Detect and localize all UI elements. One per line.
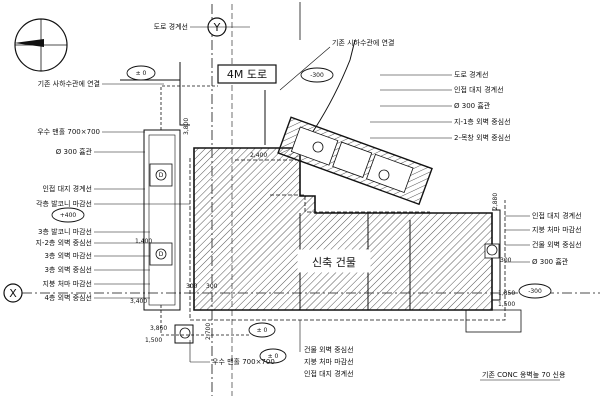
annotation-label: 지-2층 외벽 중심선 xyxy=(35,238,92,247)
annotation-label: 우수 맨홀 700×700 xyxy=(37,127,100,136)
drain-symbols: D D xyxy=(155,141,498,339)
annotation-label: 각층 발코니 마감선 xyxy=(36,199,92,208)
eave-outline xyxy=(189,158,506,321)
left-labels: 기존 사하수관에 연결 우수 맨홀 700×700 Ø 300 흄관 인접 대지… xyxy=(35,79,100,302)
level-top-value: -300 xyxy=(310,72,324,79)
dim-value: 1,850 xyxy=(498,290,515,297)
dim-value: 1,500 xyxy=(498,301,515,308)
annotation-label: 기존 시하수관에 연결 xyxy=(332,38,394,47)
dim-value: 2,880 xyxy=(492,193,499,210)
dim-value: 2,400 xyxy=(250,152,267,159)
level-top: -300 xyxy=(300,67,334,83)
level-right: -300 xyxy=(518,283,552,299)
building-footprint: 신축 건물 xyxy=(193,147,493,311)
annotation-label: 3층 외벽 중심선 xyxy=(44,265,92,274)
annotation-label: 지붕 처마 마감선 xyxy=(42,279,92,288)
right-labels: 도로 경계선 기존 시하수관에 연결 도로 경계선 인접 대지 경계선 Ø 30… xyxy=(154,22,582,379)
annotation-label: 3층 발코니 마감선 xyxy=(38,227,92,236)
annotation-label: 기존 CONC 옹벽높 70 신용 xyxy=(482,370,566,379)
level-road-left-value: ± 0 xyxy=(136,70,147,77)
annotation-label: 우수 맨홀 700×700 xyxy=(212,357,275,366)
pipe-line xyxy=(160,305,250,336)
dim-value: 3,800 xyxy=(183,118,190,135)
annotation-label: 건물 외벽 중심선 xyxy=(532,240,582,249)
road-label: 4M 도로 xyxy=(227,68,267,81)
axis-x-label: X xyxy=(9,287,17,300)
level-bottom-b-value: ± 0 xyxy=(268,353,279,360)
bottom-labels: 우수 맨홀 700×700 건물 외벽 중심선 지붕 처마 마감선 인접 대지 … xyxy=(189,320,354,378)
annotation-label: 2-목창 외벽 중심선 xyxy=(454,133,511,142)
annotation-label: 인접 대지 경계선 xyxy=(42,184,92,193)
annotation-label: 도로 경계선 xyxy=(454,70,488,79)
annotation-label: 4층 외벽 중심선 xyxy=(44,293,92,302)
drain-channel-left xyxy=(143,129,181,311)
building-label: 신축 건물 xyxy=(312,256,356,269)
pipe-line xyxy=(160,85,218,130)
level-right-value: -300 xyxy=(528,288,542,295)
level-bottom-a: ± 0 xyxy=(248,322,276,338)
level-bottom-a-value: ± 0 xyxy=(257,327,268,334)
annotation-label: 지붕 처마 마감선 xyxy=(532,225,582,234)
annotation-label: 지-1층 외벽 중심선 xyxy=(454,117,511,126)
annotation-label: 기존 사하수관에 연결 xyxy=(38,79,100,88)
annotation-label: 인접 대지 경계선 xyxy=(454,85,504,94)
dim-value: 3,400 xyxy=(130,298,147,305)
dim-value: 300 xyxy=(186,283,198,290)
annotation-label: 3층 외벽 마감선 xyxy=(44,251,92,260)
level-left-value: +400 xyxy=(60,212,77,219)
level-road-left: ± 0 xyxy=(126,65,156,81)
drain-symbol-label: D xyxy=(159,251,164,258)
annotation-label: Ø 300 흄관 xyxy=(454,101,491,110)
annotation-label: 인접 대지 경계선 xyxy=(532,211,582,220)
dim-value: 1,400 xyxy=(135,238,152,245)
left-leaders xyxy=(94,83,190,299)
dim-value: 300 xyxy=(206,283,218,290)
slanted-structure xyxy=(277,116,433,206)
retaining-wall xyxy=(465,309,522,333)
level-left: +400 xyxy=(51,207,85,223)
axis-y-label: Y xyxy=(213,21,221,34)
level-bottom-b: ± 0 xyxy=(259,348,287,364)
dim-value: 300 xyxy=(500,257,512,264)
annotation-label: Ø 300 흄관 xyxy=(56,147,93,156)
dimension-labels: 3,800 2,400 2,880 3,400 2,700 1,500 3,86… xyxy=(130,118,515,344)
dim-value: 3,860 xyxy=(150,325,167,332)
roof-outline xyxy=(270,194,430,213)
dim-value: 1,500 xyxy=(145,337,162,344)
annotation-label: 건물 외벽 중심선 xyxy=(304,345,354,354)
annotation-label: 인접 대지 경계선 xyxy=(304,369,354,378)
annotation-label: 지붕 처마 마감선 xyxy=(304,357,354,366)
annotation-label: Ø 300 흄관 xyxy=(532,257,569,266)
north-arrow-icon xyxy=(14,18,68,72)
annotation-label: 도로 경계선 xyxy=(154,22,188,31)
drain-symbol-label: D xyxy=(159,172,164,179)
dim-value: 2,700 xyxy=(205,323,212,340)
road-label-box: 4M 도로 xyxy=(217,64,277,84)
right-leaders xyxy=(190,26,560,381)
